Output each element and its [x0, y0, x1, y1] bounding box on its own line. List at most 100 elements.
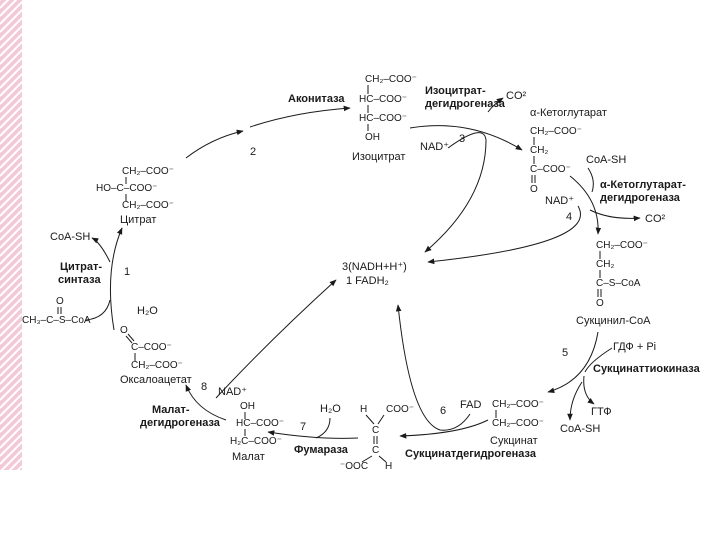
citrate-line3: CH₂–COO⁻ [122, 200, 174, 211]
fumarate-bond-c [361, 455, 373, 463]
stripe-line [0, 369, 22, 393]
stripe-line [0, 281, 22, 305]
arrow-h2o-in [315, 417, 331, 439]
stripe-line [0, 169, 22, 193]
arrow-coa-out-step5 [567, 381, 583, 421]
center-nadh: 3(NADH+H⁺) [342, 261, 407, 273]
stripe-line [0, 25, 22, 49]
stripe-line [0, 345, 22, 369]
arrow-fadh2-step6 [395, 304, 471, 431]
nad-step8: NAD⁺ [218, 386, 247, 398]
h2o-step7: H₂O [320, 403, 341, 415]
stripe-line [0, 217, 22, 241]
fumarate-c1: C [372, 425, 379, 436]
stripe-line [0, 0, 18, 17]
stripe-line [0, 273, 22, 297]
fumarate-bond-a [365, 414, 375, 425]
step-7: 7 [300, 421, 306, 433]
stripe-line [0, 209, 22, 233]
arrow-step-3 [409, 125, 523, 151]
enzyme-scs: Сукцинаттиокиназа [593, 363, 701, 375]
arrow-step-5 [547, 331, 599, 393]
citrate-label: Цитрат [120, 214, 156, 226]
stripe-line [0, 41, 22, 65]
stripe-line [0, 233, 22, 257]
akg-line1: CH₂–COO⁻ [530, 126, 582, 137]
stripe-line [0, 313, 22, 337]
stripe-line [0, 9, 22, 33]
oaa-dbl1 [125, 335, 133, 344]
arrow-nadh-step4 [427, 205, 581, 265]
oaa-line2: CH₂–COO⁻ [131, 360, 183, 371]
stripe-line [0, 265, 22, 289]
succinyl-o: O [596, 298, 604, 309]
stripe-line [0, 321, 22, 345]
stripe-line [0, 193, 22, 217]
enzyme-akgdh-2: дегидрогеназа [600, 192, 681, 204]
fumarate-c2: C [372, 445, 379, 456]
succinate-line1: CH₂–COO⁻ [492, 399, 544, 410]
stripe-line [0, 145, 22, 169]
step-6: 6 [440, 405, 446, 417]
enzyme-sdh: Сукцинатдегидрогеназа [405, 448, 537, 460]
stripe-line [0, 33, 22, 57]
arrow-nadh-step3 [424, 132, 487, 253]
step-8: 8 [201, 381, 207, 393]
oaa-label: Оксалоацетат [120, 374, 192, 386]
arrow-step-2b [185, 129, 244, 159]
arrow-step-1 [109, 227, 123, 331]
gdp-pi: ГДФ + Pi [613, 341, 656, 353]
stripe-line [0, 417, 22, 441]
arrow-nadh-step8 [215, 279, 337, 399]
arrow-step-2a [249, 105, 351, 128]
arrow-coa-out-step1 [91, 237, 111, 263]
akg-c-coo: C–COO⁻ [530, 164, 571, 175]
stripe-line [0, 241, 22, 265]
stripe-line [0, 0, 10, 9]
acetyl-o: O [56, 296, 64, 307]
stripe-line [0, 297, 22, 321]
succinate-line2: CH₂–COO⁻ [492, 418, 544, 429]
stripe-line [0, 121, 22, 145]
stripe-line [0, 425, 22, 449]
fumarate-h-top: H [360, 404, 367, 415]
enzyme-icdh-2: дегидрогеназа [425, 98, 506, 110]
arrow-step-8 [185, 384, 227, 421]
succinyl-c-s-coa: C–S–CoA [596, 278, 641, 289]
arrow-step-6 [399, 419, 489, 439]
fumarate-h-bottom: H [385, 461, 392, 472]
akg-o: O [530, 184, 538, 195]
arrow-co2-step4 [589, 209, 641, 222]
stripe-line [0, 73, 22, 97]
stripe-line [0, 409, 22, 433]
arrow-acetyl-in [85, 299, 111, 321]
oaa-c-coo: C–COO⁻ [131, 342, 172, 353]
enzyme-mdh-2: дегидрогеназа [140, 417, 221, 429]
stripe-line [0, 329, 22, 353]
acetyl-coa: CH₃–C–S–CoA [22, 315, 91, 326]
stripe-line [0, 185, 22, 209]
stripe-line [0, 105, 22, 129]
fumarate-coo-top: COO⁻ [386, 404, 414, 415]
citrate-line1: CH₂–COO⁻ [122, 166, 174, 177]
fumarate-bond-d [378, 455, 387, 463]
co2-step3: CO² [506, 90, 527, 102]
stripe-line [0, 377, 22, 401]
isocitrate-line3: HC–COO⁻ [359, 113, 407, 124]
isocitrate-oh: OH [365, 132, 380, 143]
succinyl-line1: CH₂–COO⁻ [596, 240, 648, 251]
succinyl-ch2: CH₂ [596, 259, 614, 270]
coa-sh-step5: CoA-SH [560, 423, 600, 435]
stripe-line [0, 225, 22, 249]
coa-sh-step1: CoA-SH [50, 231, 90, 243]
step-2: 2 [250, 146, 256, 158]
enzyme-icdh-1: Изоцитрат- [425, 85, 486, 97]
stripe-line [0, 49, 22, 73]
isocitrate-label: Изоцитрат [352, 151, 405, 163]
isocitrate-line1: CH₂–COO⁻ [365, 74, 417, 85]
stripe-line [0, 401, 22, 425]
nad-step4: NAD⁺ [545, 195, 574, 207]
stripe-line [0, 361, 22, 385]
